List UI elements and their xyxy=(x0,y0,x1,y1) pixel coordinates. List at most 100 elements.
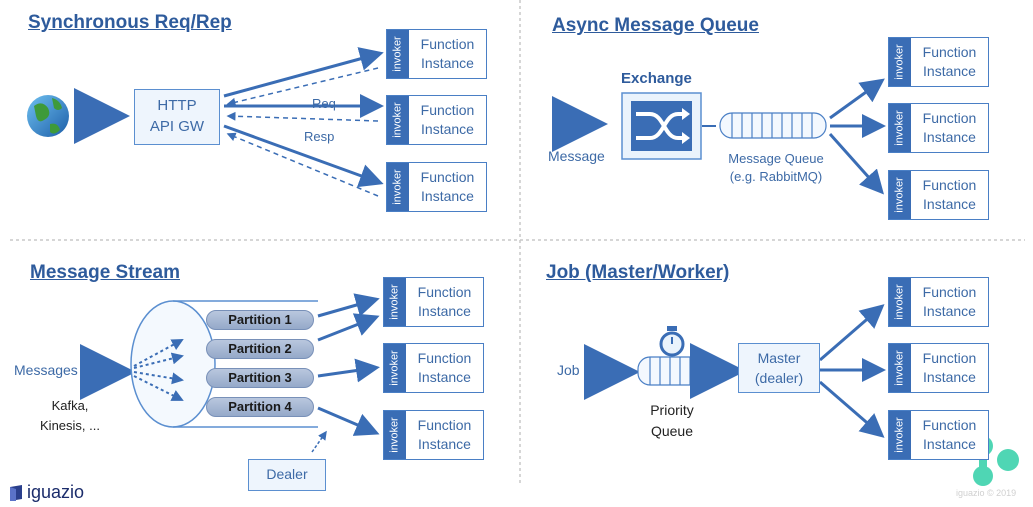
fn-line1: Function xyxy=(922,44,977,60)
fn-line2: Instance xyxy=(923,63,976,79)
priority-queue-icon xyxy=(637,356,705,386)
fn-line2: Instance xyxy=(418,436,471,452)
partition-arrow-3 xyxy=(317,358,380,383)
watermark: iguazio © 2019 xyxy=(956,488,1017,498)
fn-line1: Function xyxy=(922,350,977,366)
fn-line2: Instance xyxy=(418,369,471,385)
stream-source-kinesis: Kinesis, ... xyxy=(40,418,100,433)
exchange-label: Exchange xyxy=(621,70,692,87)
req-label: Req xyxy=(312,96,336,111)
fn-line1: Function xyxy=(420,36,475,52)
invoker-tag: invoker xyxy=(387,30,409,78)
iguazio-logo: iguazio xyxy=(8,482,84,503)
master-arrow-3 xyxy=(819,380,885,438)
globe-icon xyxy=(27,95,69,137)
resp-arrow-1 xyxy=(226,67,379,107)
resp-arrow-2 xyxy=(226,111,379,122)
fn-line2: Instance xyxy=(923,196,976,212)
invoker-tag: invoker xyxy=(889,38,911,86)
job-title: Job (Master/Worker) xyxy=(546,262,730,283)
async-title: Async Message Queue xyxy=(552,15,759,36)
invoker-tag: invoker xyxy=(889,344,911,392)
fn-line1: Function xyxy=(922,417,977,433)
partition-4: Partition 4 xyxy=(206,397,314,417)
priority-queue-line2: Queue xyxy=(650,423,694,439)
message-queue-icon xyxy=(719,112,827,139)
stream-dot-arrow-4 xyxy=(133,375,184,401)
fn-line1: Function xyxy=(922,110,977,126)
api-gateway-line1: HTTP xyxy=(157,97,197,114)
iguazio-logo-text: iguazio xyxy=(27,482,85,502)
invoker-tag: invoker xyxy=(384,344,406,392)
req-arrow-1 xyxy=(223,47,384,98)
message-queue-line2: (e.g. RabbitMQ) xyxy=(729,169,823,184)
partition-arrow-4 xyxy=(317,406,380,436)
sync-title: Synchronous Req/Rep xyxy=(28,12,232,33)
iguazio-logo-icon xyxy=(10,484,22,501)
resp-label: Resp xyxy=(304,129,335,144)
fn-line1: Function xyxy=(922,177,977,193)
queue-arrow-1 xyxy=(829,78,885,120)
queue-arrow-3 xyxy=(828,133,884,195)
fn-line2: Instance xyxy=(923,303,976,319)
master-box: Master (dealer) xyxy=(738,343,820,393)
invoker-tag: invoker xyxy=(384,278,406,326)
fn-line1: Function xyxy=(420,169,475,185)
api-gateway-box: HTTP API GW xyxy=(134,89,220,145)
stream-source-kafka: Kafka, xyxy=(51,398,89,413)
priority-queue-line1: Priority xyxy=(650,402,694,418)
fn-line1: Function xyxy=(417,350,472,366)
message-label: Message xyxy=(548,148,605,164)
invoker-tag: invoker xyxy=(387,163,409,211)
exchange-icon xyxy=(621,92,702,160)
invoker-tag: invoker xyxy=(889,411,911,459)
api-gateway-line2: API GW xyxy=(149,118,205,135)
fn-line2: Instance xyxy=(421,121,474,137)
invoker-tag: invoker xyxy=(387,96,409,144)
invoker-tag: invoker xyxy=(889,278,911,326)
fn-line2: Instance xyxy=(418,303,471,319)
message-queue-label: Message Queue (e.g. RabbitMQ) xyxy=(716,150,836,186)
req-arrow-3 xyxy=(223,124,384,188)
master-arrow-1 xyxy=(819,304,885,362)
partition-1: Partition 1 xyxy=(206,310,314,330)
fn-line2: Instance xyxy=(421,55,474,71)
invoker-tag: invoker xyxy=(889,104,911,152)
stream-title: Message Stream xyxy=(30,262,180,283)
stopwatch-icon xyxy=(659,326,685,357)
stream-dot-arrow-3 xyxy=(133,371,184,385)
partition-arrow-1 xyxy=(317,293,380,318)
message-queue-line1: Message Queue xyxy=(728,151,824,166)
job-label: Job xyxy=(557,362,580,378)
partition-arrow-2 xyxy=(317,313,380,342)
partition-3: Partition 3 xyxy=(206,368,314,388)
fn-line2: Instance xyxy=(923,436,976,452)
fn-line2: Instance xyxy=(923,369,976,385)
fn-line2: Instance xyxy=(421,188,474,204)
messages-label: Messages xyxy=(14,362,78,378)
stream-dot-arrow-2 xyxy=(133,352,184,369)
fn-line1: Function xyxy=(417,284,472,300)
stream-sources: Kafka, Kinesis, ... xyxy=(30,396,110,436)
dealer-box: Dealer xyxy=(248,459,326,491)
resp-arrow-3 xyxy=(226,132,379,197)
invoker-tag: invoker xyxy=(384,411,406,459)
fn-line1: Function xyxy=(922,284,977,300)
dealer-link xyxy=(311,430,327,453)
fn-line1: Function xyxy=(420,102,475,118)
master-line1: Master xyxy=(757,350,801,366)
